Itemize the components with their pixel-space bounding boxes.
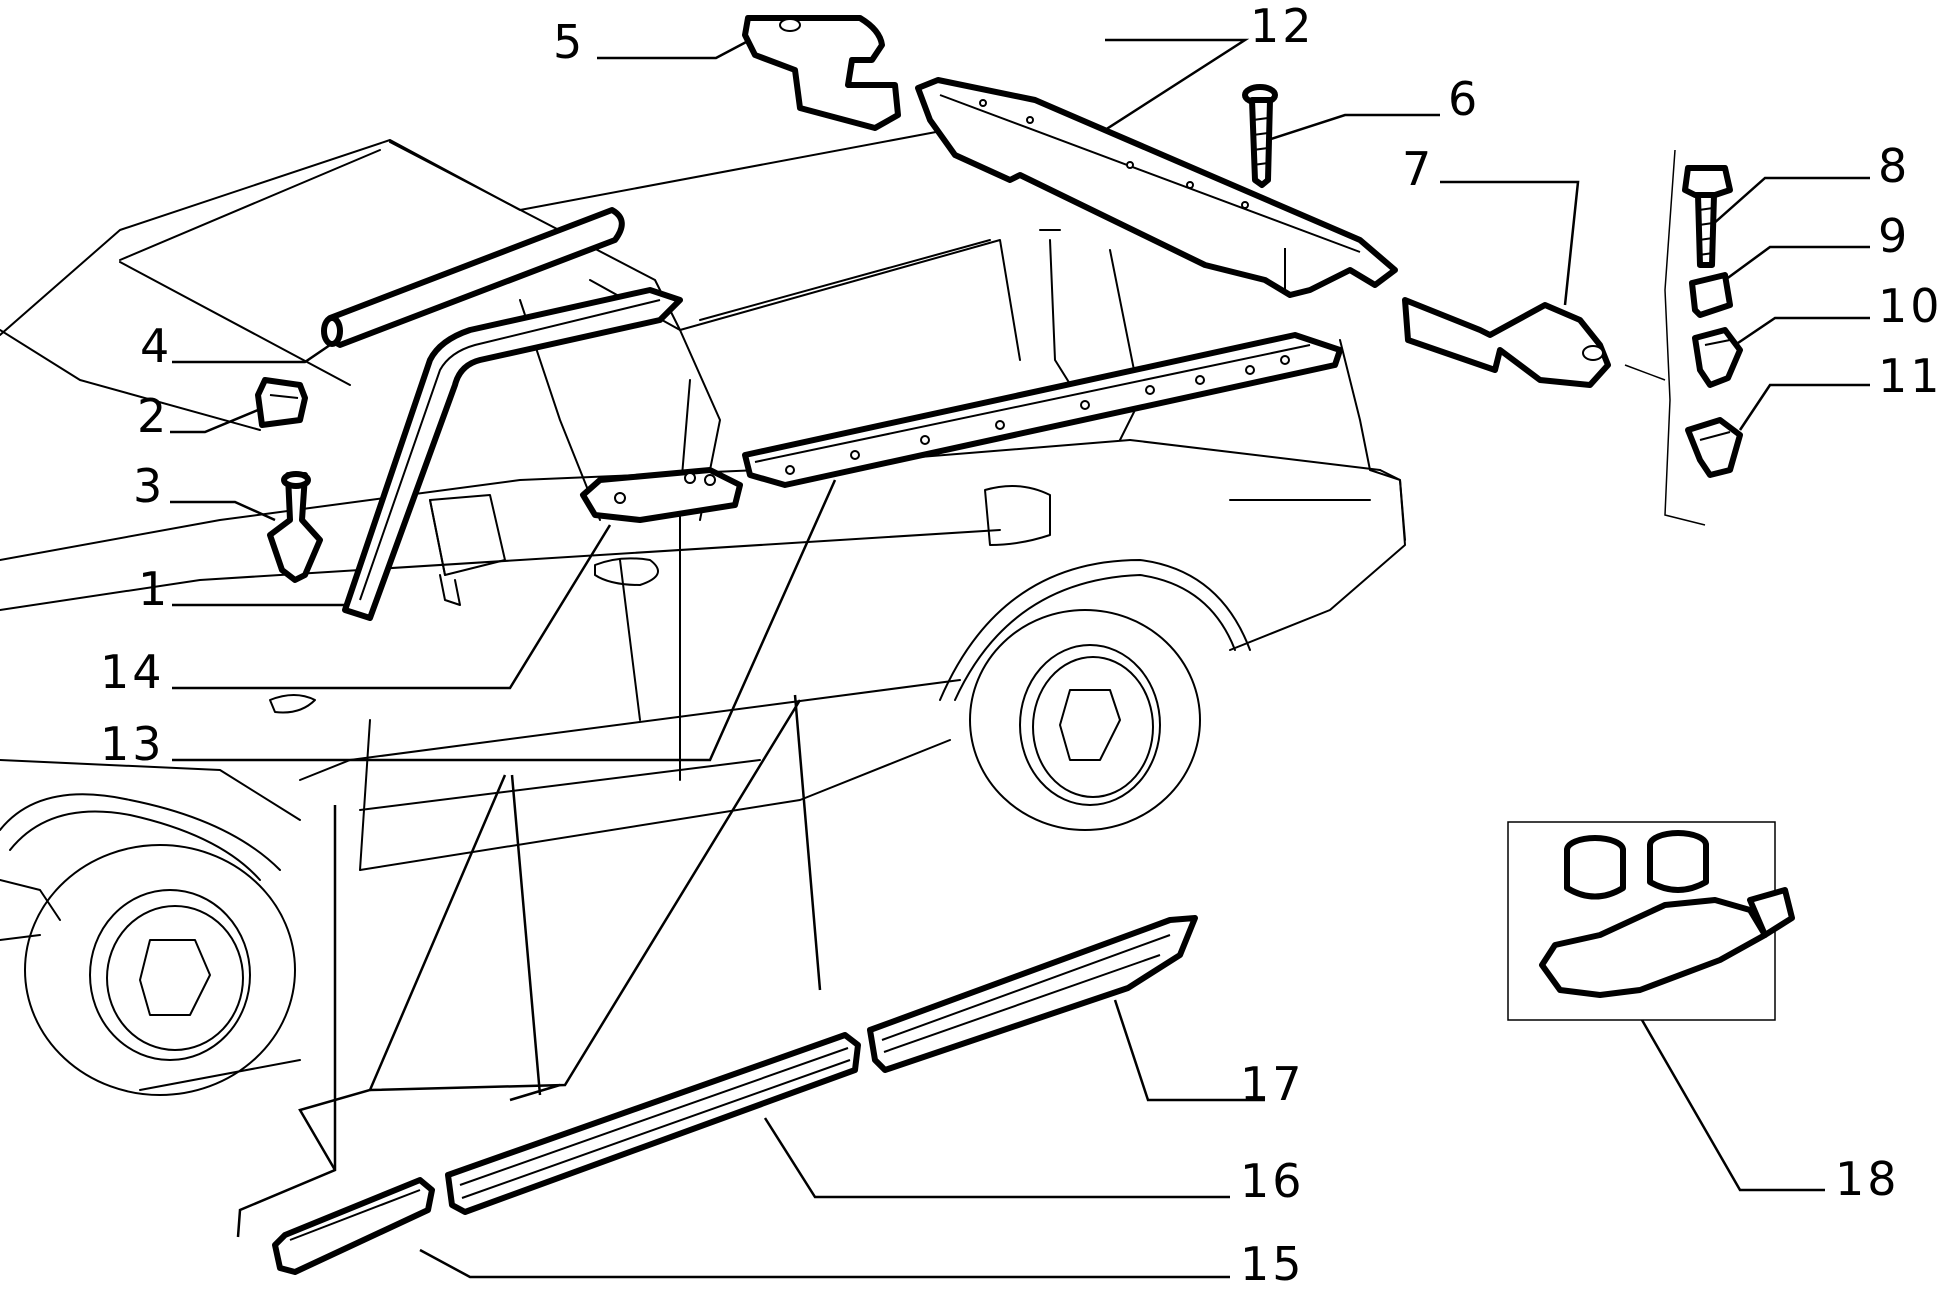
callout-17: 17 (1240, 1057, 1305, 1111)
part-screw (1242, 84, 1278, 188)
part-side-rail-cap (742, 332, 1343, 488)
callout-12: 12 (1250, 0, 1315, 53)
callout-6: 6 (1448, 72, 1480, 126)
callout-3: 3 (133, 459, 165, 513)
part-clip (255, 377, 308, 428)
callout-9: 9 (1878, 209, 1910, 263)
part-adhesive-kit (1507, 821, 1795, 1021)
callout-5: 5 (553, 15, 585, 69)
part-bed-rail-cap (915, 77, 1398, 298)
part-end-plate (580, 467, 743, 523)
callout-18: 18 (1835, 1152, 1900, 1206)
vehicle-outline (0, 119, 1406, 1096)
callout-15: 15 (1240, 1237, 1305, 1289)
callout-13: 13 (100, 717, 165, 771)
callout-7: 7 (1402, 142, 1434, 196)
callout-11: 11 (1878, 349, 1943, 403)
part-pillar-trim (342, 287, 683, 621)
callout-16: 16 (1240, 1154, 1305, 1208)
callout-10: 10 (1878, 279, 1943, 333)
callout-2: 2 (137, 389, 169, 443)
part-push-rivet (267, 471, 323, 583)
callout-labels: 5 12 6 7 8 9 10 11 4 2 3 1 14 13 17 16 1… (100, 0, 1943, 1289)
part-bracket-front (742, 15, 901, 131)
part-roof-seal (321, 207, 625, 348)
leader-lines (170, 38, 1870, 1279)
callout-14: 14 (100, 645, 165, 699)
callout-4: 4 (140, 319, 172, 373)
callout-1: 1 (138, 562, 170, 616)
part-bracket-rear (1402, 297, 1611, 388)
part-side-molding-front (272, 1177, 435, 1275)
part-side-molding-center (445, 1032, 861, 1215)
fastener-group (1624, 149, 1743, 526)
part-side-molding-rear (867, 915, 1198, 1073)
callout-8: 8 (1878, 139, 1910, 193)
